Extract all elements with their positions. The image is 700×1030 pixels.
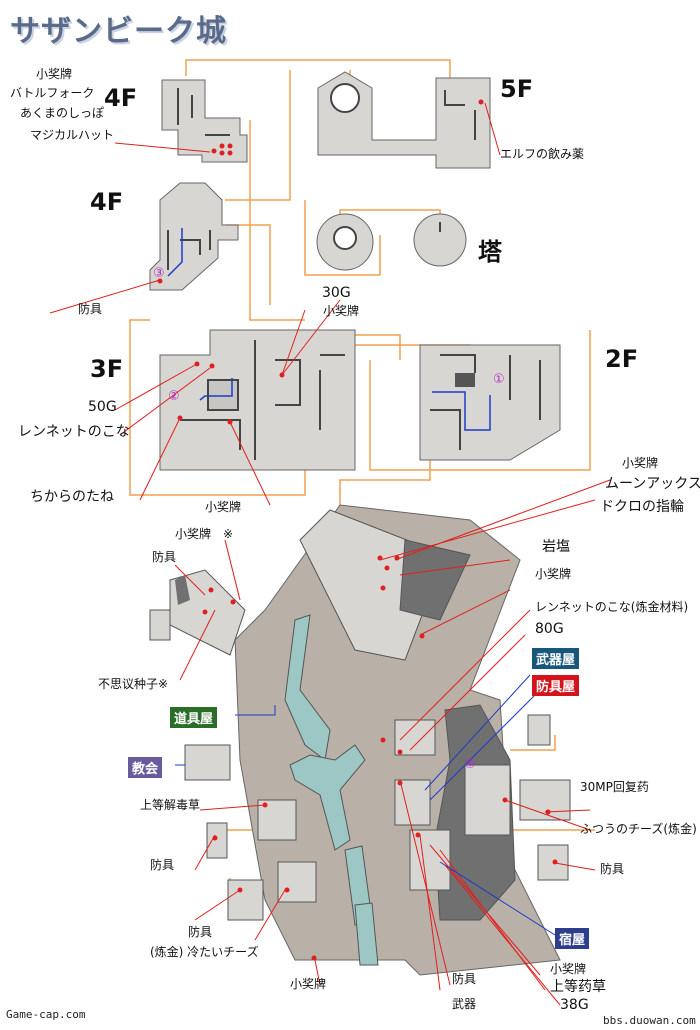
weapon-shop-badge: 武器屋 bbox=[532, 648, 580, 669]
label-rennet-3f: レンネットのこな bbox=[18, 424, 130, 440]
label-magical-hat: マジカルハット bbox=[30, 128, 115, 142]
floor-label-3f: 3F bbox=[90, 355, 124, 383]
marker-2: ② bbox=[168, 389, 180, 404]
label-30g: 30G bbox=[322, 285, 351, 301]
floor-4f-top bbox=[161, 79, 248, 163]
label-small-medal-b2: 小奖牌 bbox=[550, 962, 587, 976]
label-armor-l3: 防具 bbox=[188, 925, 213, 939]
marker-3: ③ bbox=[153, 266, 165, 281]
label-small-medal-2f: 小奖牌 bbox=[622, 456, 659, 470]
label-skull-ring: ドクロの指輪 bbox=[600, 499, 684, 515]
label-strength-seed: ちからのたね bbox=[30, 489, 114, 505]
floor-label-4f-top: 4F bbox=[104, 84, 138, 112]
label-devil-tail: あくまのしっぽ bbox=[20, 106, 105, 120]
item-pointers bbox=[49, 102, 611, 1006]
label-small-medal-note: 小奖牌 ※ bbox=[175, 527, 234, 541]
item-dots bbox=[157, 99, 558, 961]
map-title: サザンビーク城 bbox=[10, 14, 227, 49]
label-elf-potion: エルフの飲み薬 bbox=[500, 147, 585, 161]
label-armor-4f: 防具 bbox=[78, 302, 103, 316]
label-cheese: ふつうのチーズ(炼金) bbox=[580, 822, 697, 836]
footer-right: bbs.duowan.com bbox=[603, 1014, 696, 1027]
label-battle-fork: バトルフォーク bbox=[10, 86, 95, 100]
label-small-medal-3f-b: 小奖牌 bbox=[205, 500, 242, 514]
label-small-medal-bottom: 小奖牌 bbox=[290, 977, 327, 991]
label-50g: 50G bbox=[88, 399, 117, 415]
floor-3f bbox=[159, 329, 356, 471]
footer-left: Game-cap.com bbox=[6, 1008, 86, 1021]
floor-4f-mid bbox=[149, 182, 239, 291]
marker-1: ① bbox=[493, 372, 505, 387]
label-rennet-alchemy: レンネットのこな(炼金材料) bbox=[535, 600, 689, 614]
label-cold-cheese: (炼金) 冷たいチーズ bbox=[150, 945, 259, 959]
label-armor-r: 防具 bbox=[600, 862, 625, 876]
label-small-medal-r: 小奖牌 bbox=[535, 567, 572, 581]
label-top-herb: 上等药草 bbox=[550, 979, 606, 995]
label-weapon-b: 武器 bbox=[452, 997, 477, 1011]
marker-4: ④ bbox=[464, 757, 476, 772]
floor-5f bbox=[317, 71, 491, 169]
shop-pointers bbox=[175, 674, 556, 936]
armor-shop-badge: 防具屋 bbox=[532, 675, 580, 696]
floor-label-tower: 塔 bbox=[478, 238, 502, 266]
label-moon-axe: ムーンアックス bbox=[605, 476, 700, 492]
label-38g: 38G bbox=[560, 997, 589, 1013]
label-mp-potion: 30MP回复药 bbox=[580, 780, 649, 794]
label-armor-l2: 防具 bbox=[150, 858, 175, 872]
floor-2f bbox=[419, 344, 561, 461]
floor-label-4f-mid: 4F bbox=[90, 188, 124, 216]
label-armor-left: 防具 bbox=[152, 550, 177, 564]
church-badge: 教会 bbox=[128, 757, 163, 778]
label-herb-top: 上等解毒草 bbox=[140, 798, 201, 812]
floor-label-2f: 2F bbox=[605, 345, 639, 373]
route-markers: ① ② ③ ④ bbox=[153, 266, 505, 772]
label-small-medal-3f: 小奖牌 bbox=[323, 304, 360, 318]
label-80g: 80G bbox=[535, 621, 564, 637]
inn-badge: 宿屋 bbox=[555, 928, 590, 949]
item-shop-badge: 道具屋 bbox=[170, 707, 218, 728]
label-rock-salt: 岩塩 bbox=[542, 539, 570, 555]
label-mystery-seed: 不思议种子※ bbox=[98, 677, 169, 691]
tower bbox=[316, 213, 467, 271]
label-small-medal-4f: 小奖牌 bbox=[36, 67, 73, 81]
label-armor-b: 防具 bbox=[452, 972, 477, 986]
ground-floor bbox=[149, 504, 571, 976]
floor-label-5f: 5F bbox=[500, 75, 534, 103]
